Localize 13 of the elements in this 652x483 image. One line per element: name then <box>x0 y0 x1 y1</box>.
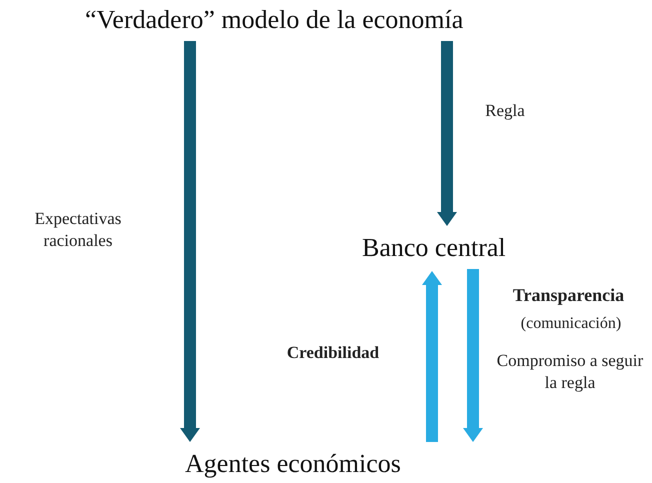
edge-label: Expectativas racionales <box>34 208 122 252</box>
node-text: Agentes económicos <box>185 450 401 479</box>
arrow <box>463 269 483 442</box>
node-text: Banco central <box>362 234 506 263</box>
note-text: Compromiso a seguir la regla <box>496 350 644 394</box>
edge-label: Regla <box>484 100 526 122</box>
arrow <box>437 41 457 226</box>
node-text: “Verdadero” modelo de la economía <box>85 6 464 35</box>
arrow <box>180 41 200 442</box>
edge-label: Credibilidad <box>286 342 380 364</box>
edge-label: Transparencia <box>512 284 626 307</box>
note-text: (comunicación) <box>520 314 622 334</box>
arrow <box>422 271 442 442</box>
